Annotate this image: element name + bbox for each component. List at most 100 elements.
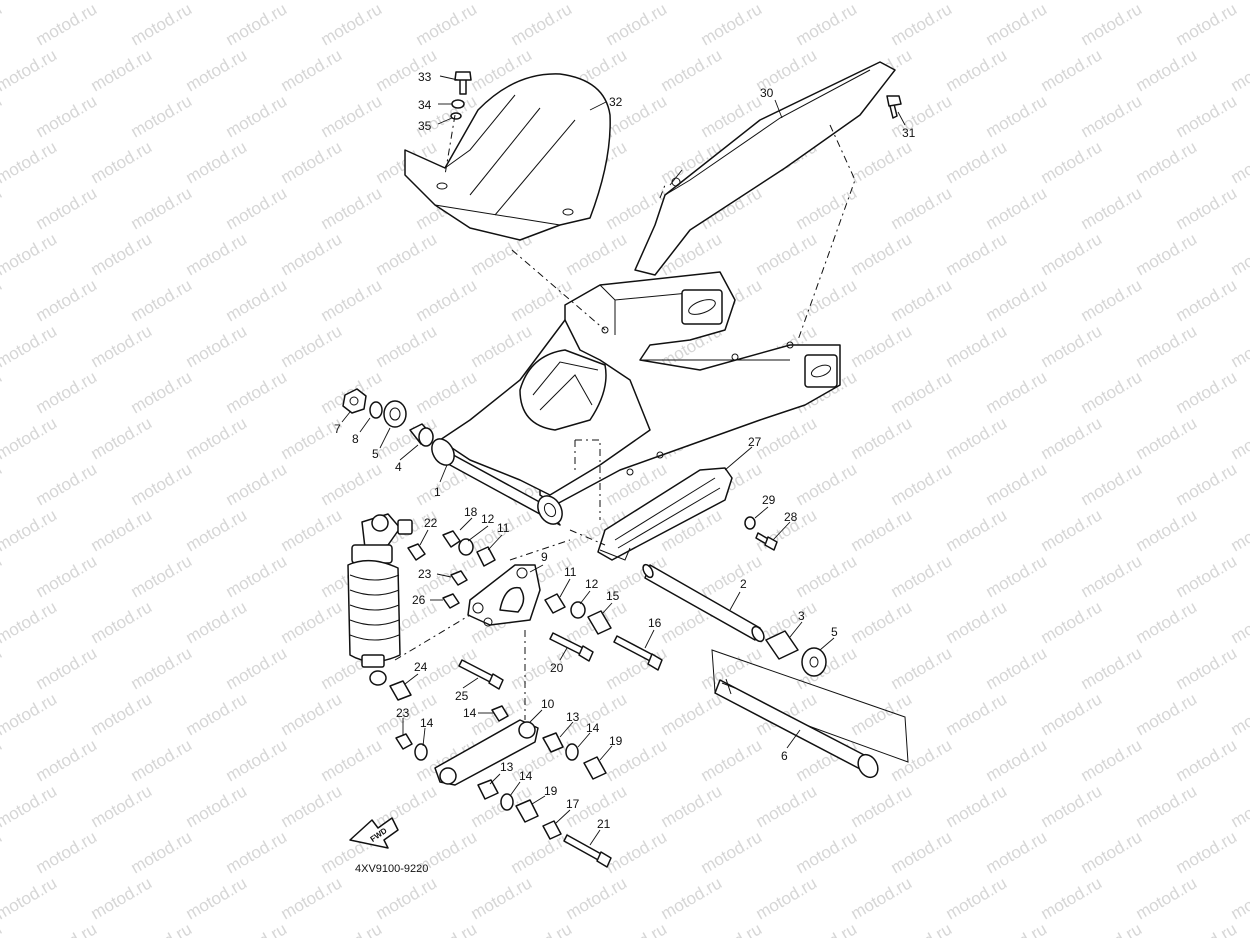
watermark-text: motod.ru [0, 0, 5, 49]
callout-29: 29 [762, 493, 776, 507]
watermark-text: motod.ru [1078, 0, 1146, 49]
watermark-text: motod.ru [223, 275, 291, 325]
callout-25: 25 [455, 689, 469, 703]
watermark-text: motod.ru [888, 551, 956, 601]
watermark-text: motod.ru [1133, 873, 1201, 923]
part-swingarm [439, 271, 841, 506]
watermark-text: motod.ru [848, 413, 916, 463]
callout-26: 26 [412, 593, 426, 607]
callout-28: 28 [784, 510, 798, 524]
callout-17: 17 [566, 797, 580, 811]
alignment-lines [394, 114, 856, 720]
watermark-text: motod.ru [33, 735, 101, 785]
watermark-text: motod.ru [278, 505, 346, 555]
watermark-text: motod.ru [943, 0, 1011, 3]
watermark-text: motod.ru [0, 413, 60, 463]
watermark-text: motod.ru [1228, 45, 1250, 95]
watermark-text: motod.ru [183, 321, 251, 371]
watermark-text: motod.ru [33, 459, 101, 509]
watermark-text: motod.ru [413, 919, 481, 938]
watermark-text: motod.ru [278, 689, 346, 739]
watermark-text: motod.ru [0, 689, 60, 739]
watermark-text: motod.ru [223, 91, 291, 141]
watermark-text: motod.ru [223, 0, 291, 49]
watermark-text: motod.ru [468, 873, 536, 923]
watermark-text: motod.ru [318, 735, 386, 785]
callout-11-top: 11 [497, 521, 510, 535]
watermark-text: motod.ru [983, 275, 1051, 325]
watermark-text: motod.ru [413, 275, 481, 325]
watermark-text: motod.ru [1038, 45, 1106, 95]
callout-33: 33 [418, 70, 432, 84]
watermark-text: motod.ru [0, 0, 60, 3]
part-rear-fender [404, 73, 611, 241]
watermark-text: motod.ru [0, 827, 5, 877]
watermark-text: motod.ru [793, 827, 861, 877]
watermark-text: motod.ru [658, 689, 726, 739]
watermark-text: motod.ru [183, 413, 251, 463]
watermark-text: motod.ru [278, 45, 346, 95]
watermark-text: motod.ru [0, 597, 60, 647]
watermark-text: motod.ru [888, 919, 956, 938]
watermark-text: motod.ru [0, 505, 60, 555]
part-relay-arm [467, 564, 541, 627]
watermark-text: motod.ru [848, 689, 916, 739]
watermark-text: motod.ru [413, 0, 481, 49]
watermark-text: motod.ru [1173, 0, 1241, 49]
watermark-text: motod.ru [88, 597, 156, 647]
watermark-text: motod.ru [88, 689, 156, 739]
watermark-text: motod.ru [943, 597, 1011, 647]
watermark-text: motod.ru [1173, 367, 1241, 417]
watermark-text: motod.ru [1228, 321, 1250, 371]
watermark-text: motod.ru [1038, 229, 1106, 279]
watermark-text: motod.ru [888, 643, 956, 693]
watermark-text: motod.ru [318, 91, 386, 141]
watermark-text: motod.ru [1133, 137, 1201, 187]
watermark-text: motod.ru [1078, 183, 1146, 233]
callout-14-d: 14 [519, 769, 533, 783]
watermark-text: motod.ru [848, 597, 916, 647]
watermark-text: motod.ru [183, 505, 251, 555]
watermark-text: motod.ru [183, 781, 251, 831]
watermark-text: motod.ru [1173, 459, 1241, 509]
watermark-text: motod.ru [983, 643, 1051, 693]
watermark-text: motod.ru [33, 919, 101, 938]
watermark-text: motod.ru [983, 183, 1051, 233]
watermark-text: motod.ru [793, 183, 861, 233]
watermark-text: motod.ru [0, 367, 5, 417]
watermark-text: motod.ru [1078, 459, 1146, 509]
watermark-text: motod.ru [183, 45, 251, 95]
watermark-text: motod.ru [1133, 321, 1201, 371]
watermark-text: motod.ru [563, 873, 631, 923]
watermark-text: motod.ru [1133, 45, 1201, 95]
watermark-text: motod.ru [223, 367, 291, 417]
callout-5-right: 5 [831, 625, 838, 639]
watermark-text: motod.ru [1078, 735, 1146, 785]
watermark-text: motod.ru [0, 45, 60, 95]
watermark-text: motod.ru [278, 321, 346, 371]
watermark-text: motod.ru [128, 367, 196, 417]
watermark-text: motod.ru [128, 643, 196, 693]
watermark-text: motod.ru [183, 229, 251, 279]
watermark-text: motod.ru [88, 137, 156, 187]
watermark-text: motod.ru [1228, 781, 1250, 831]
hardware-bushings [342, 99, 827, 840]
watermark-text: motod.ru [1228, 873, 1250, 923]
part-connecting-rod [434, 719, 539, 786]
watermark-text: motod.ru [658, 45, 726, 95]
watermark-text: motod.ru [413, 367, 481, 417]
watermark-text: motod.ru [88, 873, 156, 923]
watermark-text: motod.ru [278, 229, 346, 279]
watermark-text: motod.ru [1173, 919, 1241, 938]
callout-6: 6 [781, 749, 788, 763]
watermark-text: motod.ru [278, 413, 346, 463]
watermark-text: motod.ru [848, 321, 916, 371]
watermark-text: motod.ru [943, 689, 1011, 739]
callout-19-a: 19 [609, 734, 623, 748]
watermark-text: motod.ru [278, 873, 346, 923]
watermark-text: motod.ru [1133, 781, 1201, 831]
watermark-text: motod.ru [1078, 91, 1146, 141]
watermark-text: motod.ru [1133, 413, 1201, 463]
watermark-text: motod.ru [318, 275, 386, 325]
callout-7: 7 [334, 422, 341, 436]
